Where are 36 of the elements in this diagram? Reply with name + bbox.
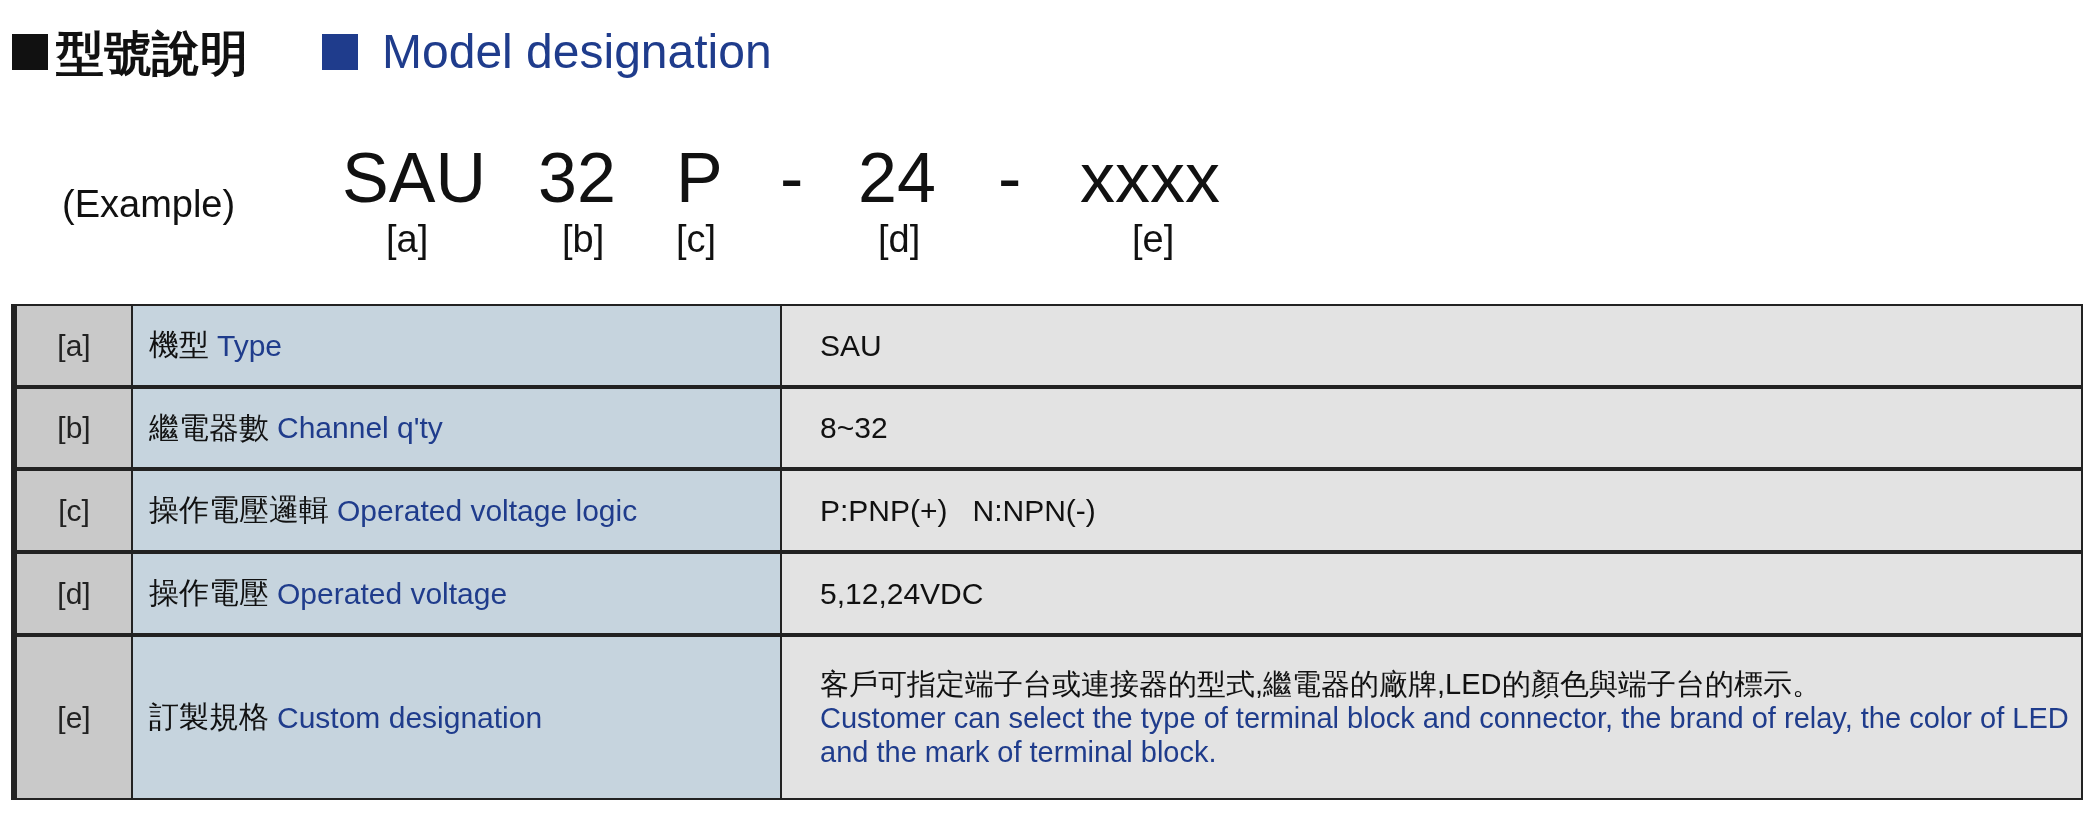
cell-text: Operated voltage bbox=[277, 576, 508, 611]
model-code: P bbox=[676, 138, 723, 218]
cell-text: SAU bbox=[820, 328, 882, 363]
cell-text: 繼電器數 bbox=[149, 409, 269, 446]
code-marker: [e] bbox=[1132, 218, 1175, 261]
cell-text: 操作電壓邏輯 bbox=[149, 492, 329, 528]
cell-text: Channel q'ty bbox=[277, 411, 443, 445]
cell-text: 8~32 bbox=[820, 411, 888, 445]
subtitle: Model designation bbox=[382, 24, 772, 79]
model-code: xxxx bbox=[1080, 138, 1220, 218]
table-cell: [d] bbox=[11, 552, 133, 635]
code-marker: [c] bbox=[676, 218, 717, 261]
table-cell: [c] bbox=[11, 469, 133, 552]
model-code: 24 bbox=[858, 138, 936, 218]
model-code: SAU bbox=[342, 138, 486, 218]
cell-text: 機型 bbox=[149, 327, 209, 363]
cell-text: Type bbox=[217, 328, 283, 363]
code-marker: [a] bbox=[386, 218, 429, 261]
cell-text: 訂製規格 bbox=[149, 699, 269, 735]
code-marker: [b] bbox=[562, 218, 605, 261]
cell-text: 客戶可指定端子台或連接器的型式,繼電器的廠牌,LED的顏色與端子台的標示。 bbox=[820, 666, 1822, 701]
cell-text: 操作電壓 bbox=[149, 575, 269, 611]
model-code: - bbox=[998, 138, 1022, 218]
cell-text: Custom designation bbox=[277, 700, 543, 735]
model-code: - bbox=[780, 138, 804, 218]
cell-text: P:PNP(+) N:NPN(-) bbox=[820, 493, 1096, 528]
table-cell: [b] bbox=[11, 387, 133, 469]
table-cell: [e] bbox=[11, 635, 133, 800]
cell-text: Customer can select the type of terminal block and connector, the brand of relay, the color of LED and the mark of terminal block. bbox=[820, 700, 2070, 769]
cell-text: Operated voltage logic bbox=[337, 493, 638, 528]
title: 型號說明 bbox=[56, 26, 248, 82]
table-cell: [a] bbox=[11, 304, 133, 387]
cell-text: 5,12,24VDC bbox=[820, 576, 984, 611]
model-code: 32 bbox=[538, 138, 616, 218]
example-label: (Example) bbox=[62, 183, 236, 226]
code-marker: [d] bbox=[878, 218, 921, 261]
